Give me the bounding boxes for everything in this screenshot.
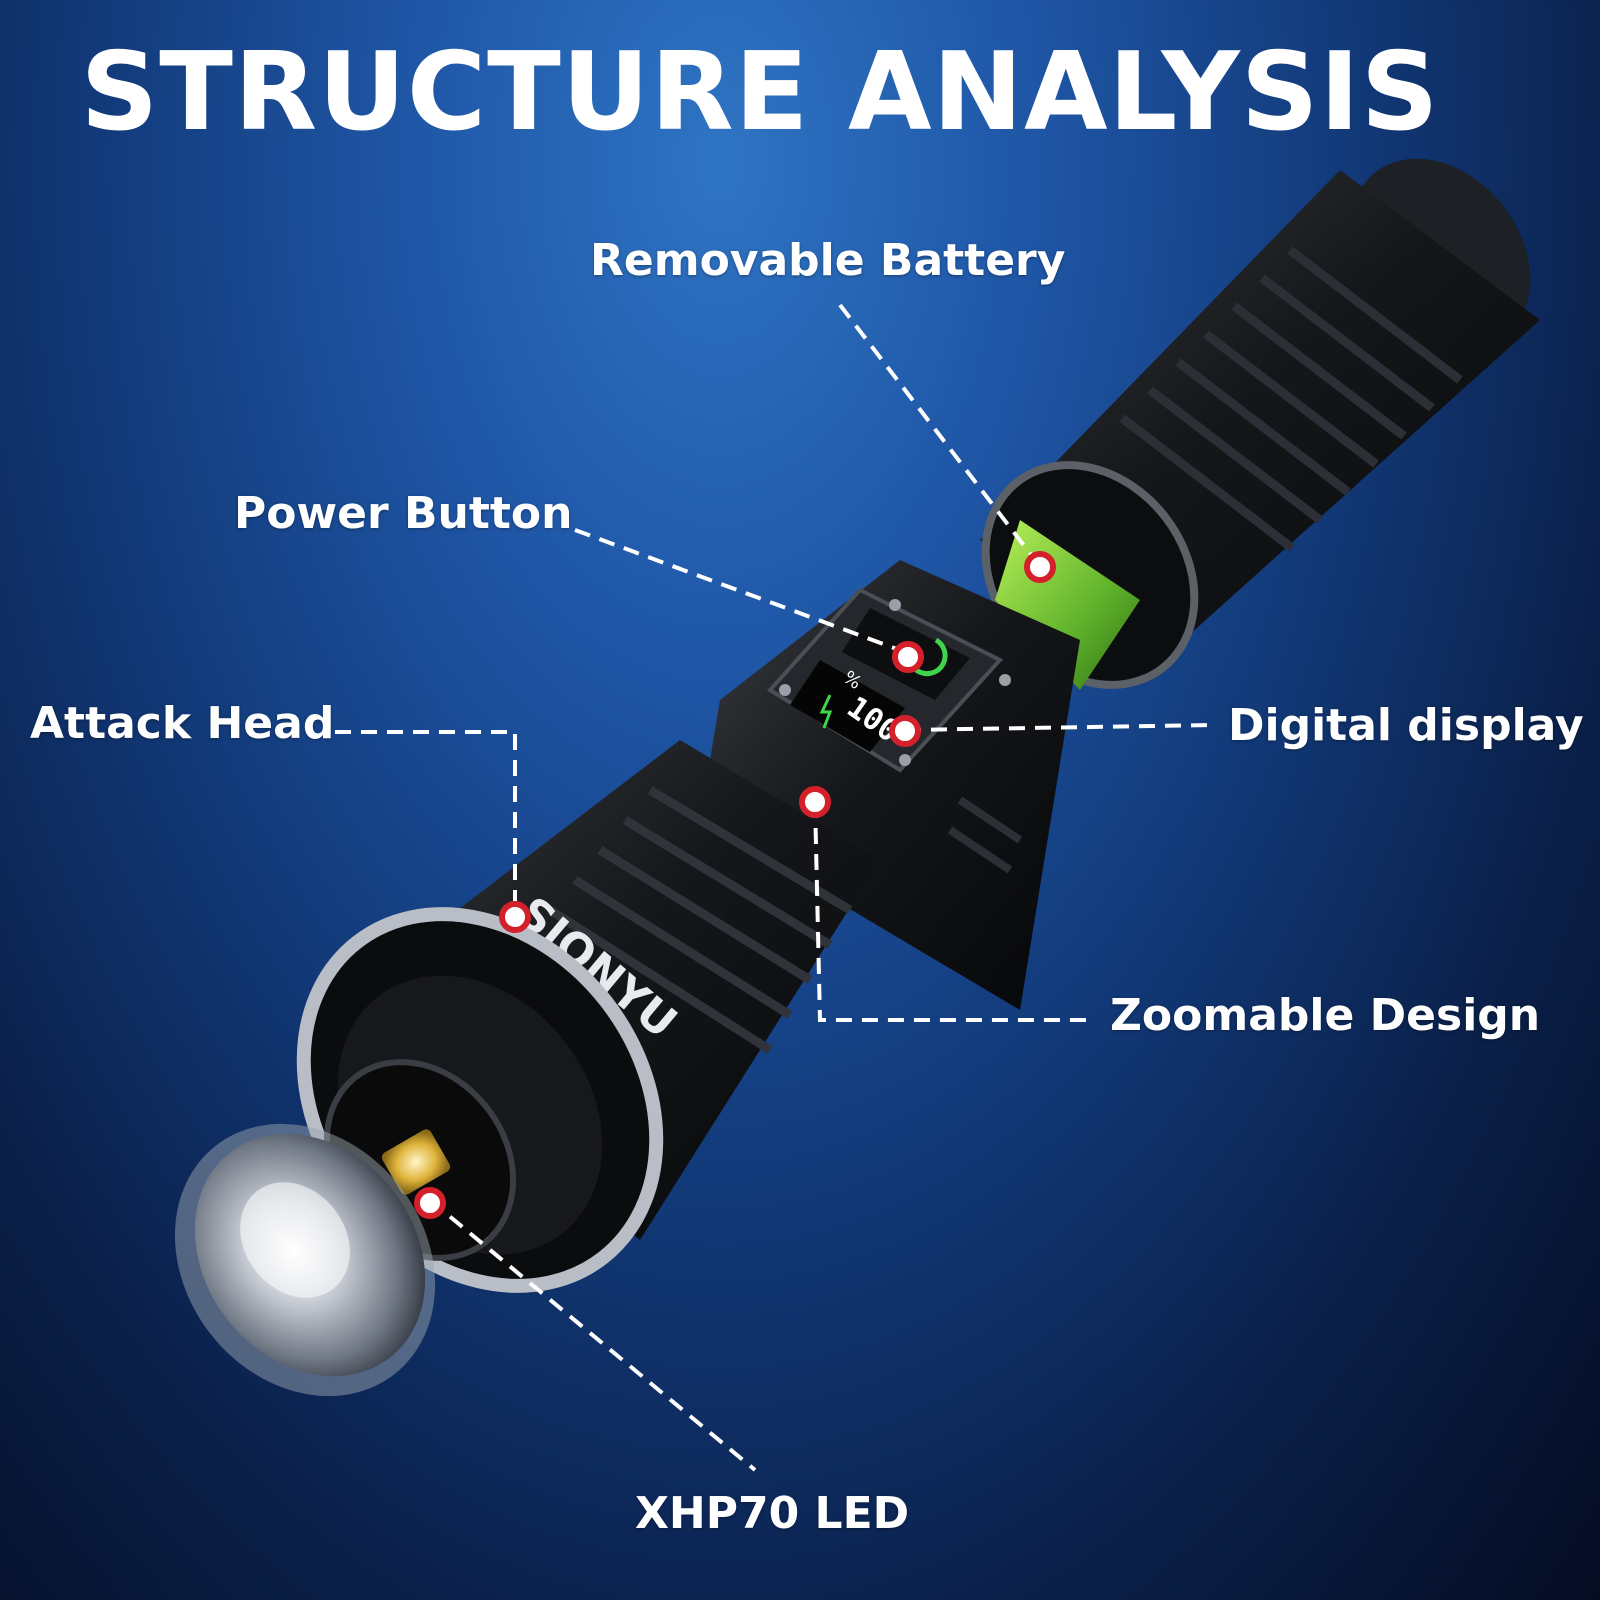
marker-display (889, 715, 921, 747)
charging-icon (819, 694, 833, 729)
label-digital-display: Digital display (1228, 700, 1584, 751)
label-removable-battery: Removable Battery (590, 235, 1066, 286)
label-zoomable-design: Zoomable Design (1110, 990, 1541, 1041)
label-power-button: Power Button (234, 488, 573, 539)
marker-zoom (799, 786, 831, 818)
marker-power (892, 641, 924, 673)
page-title: STRUCTURE ANALYSIS (80, 30, 1440, 155)
led-chip (381, 1129, 451, 1195)
label-xhp70-led: XHP70 LED (635, 1488, 910, 1539)
label-attack-head: Attack Head (30, 698, 335, 749)
marker-battery (1024, 551, 1056, 583)
callout-lines (335, 303, 1216, 1472)
zoom-lens (174, 1123, 436, 1397)
callout-markers (414, 551, 1056, 1219)
marker-attack (499, 901, 531, 933)
marker-led (414, 1187, 446, 1219)
